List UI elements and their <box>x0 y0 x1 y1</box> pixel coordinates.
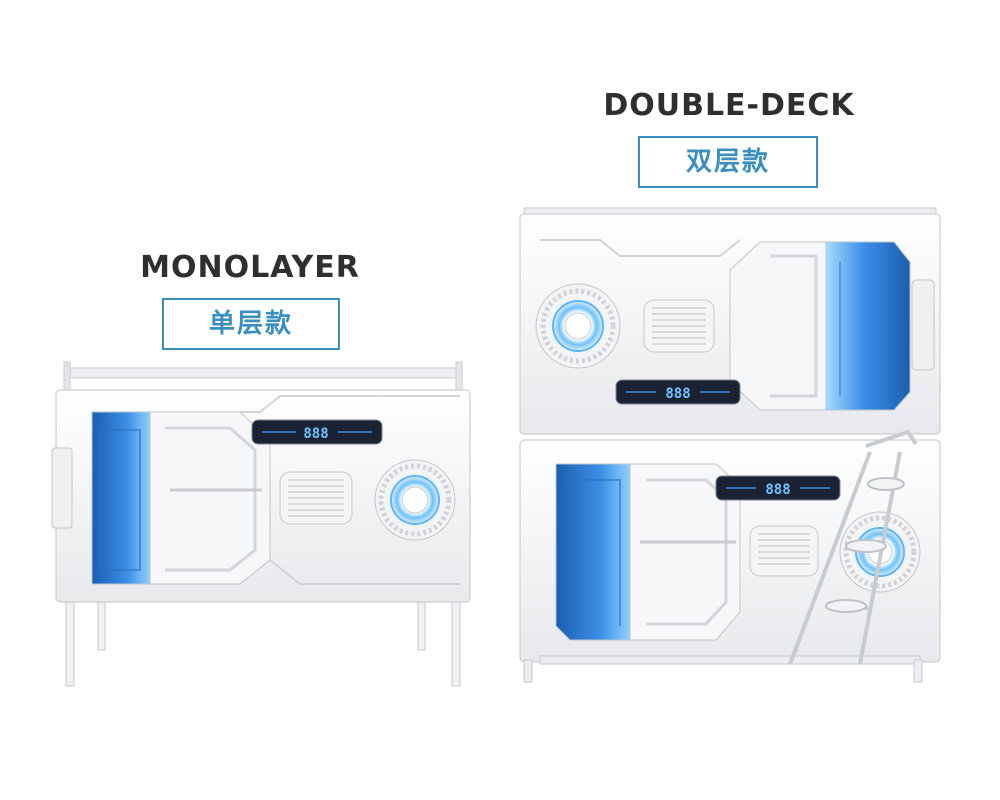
double-deck-top-display: 888 <box>665 386 690 402</box>
double-deck-pod: 888 888 <box>519 207 941 683</box>
monolayer-display: 888 <box>303 426 328 442</box>
monolayer-badge: 单层款 <box>162 298 340 350</box>
double-deck-title: DOUBLE-DECK <box>603 88 855 123</box>
monolayer-title: MONOLAYER <box>140 250 360 285</box>
double-deck-badge: 双层款 <box>638 136 818 188</box>
double-deck-bottom-display: 888 <box>765 482 790 498</box>
monolayer-pod: 888 <box>51 361 471 687</box>
